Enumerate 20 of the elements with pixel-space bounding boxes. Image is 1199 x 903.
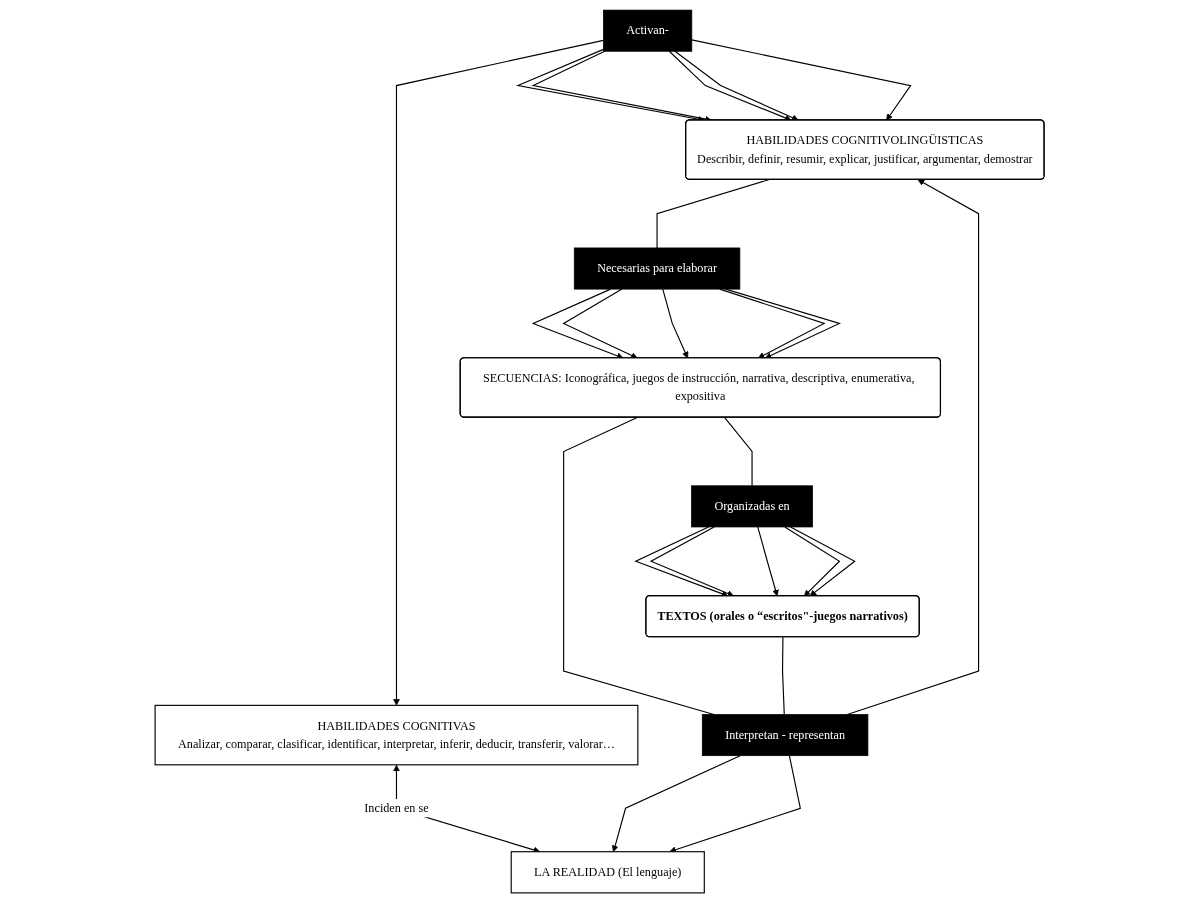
arrow [649, 526, 734, 597]
arrow [562, 288, 638, 359]
arrow [662, 288, 689, 359]
arrow [393, 39, 604, 706]
arrow [757, 526, 779, 597]
edge-label: Inciden en se [364, 801, 429, 815]
node-box: HABILIDADES COGNITIVAS Analizar, comparar, clasificar, identificar, interpretar, inferir, deducir, transferir, valorar… [154, 704, 639, 766]
arrow [611, 755, 741, 852]
node-box: Necesarias para elaborar [573, 247, 741, 290]
arrow [789, 526, 856, 597]
connector [724, 417, 753, 487]
node-box: Organizadas en [691, 485, 813, 528]
arrow [784, 526, 841, 597]
connector [781, 636, 785, 716]
arrow [691, 39, 912, 121]
node-box: Interpretan - representan [701, 714, 869, 757]
arrow [634, 526, 729, 597]
node-box: Activan- [602, 9, 693, 52]
arrow [669, 755, 801, 853]
node-box: LA REALIDAD (El lenguaje) [510, 851, 705, 894]
